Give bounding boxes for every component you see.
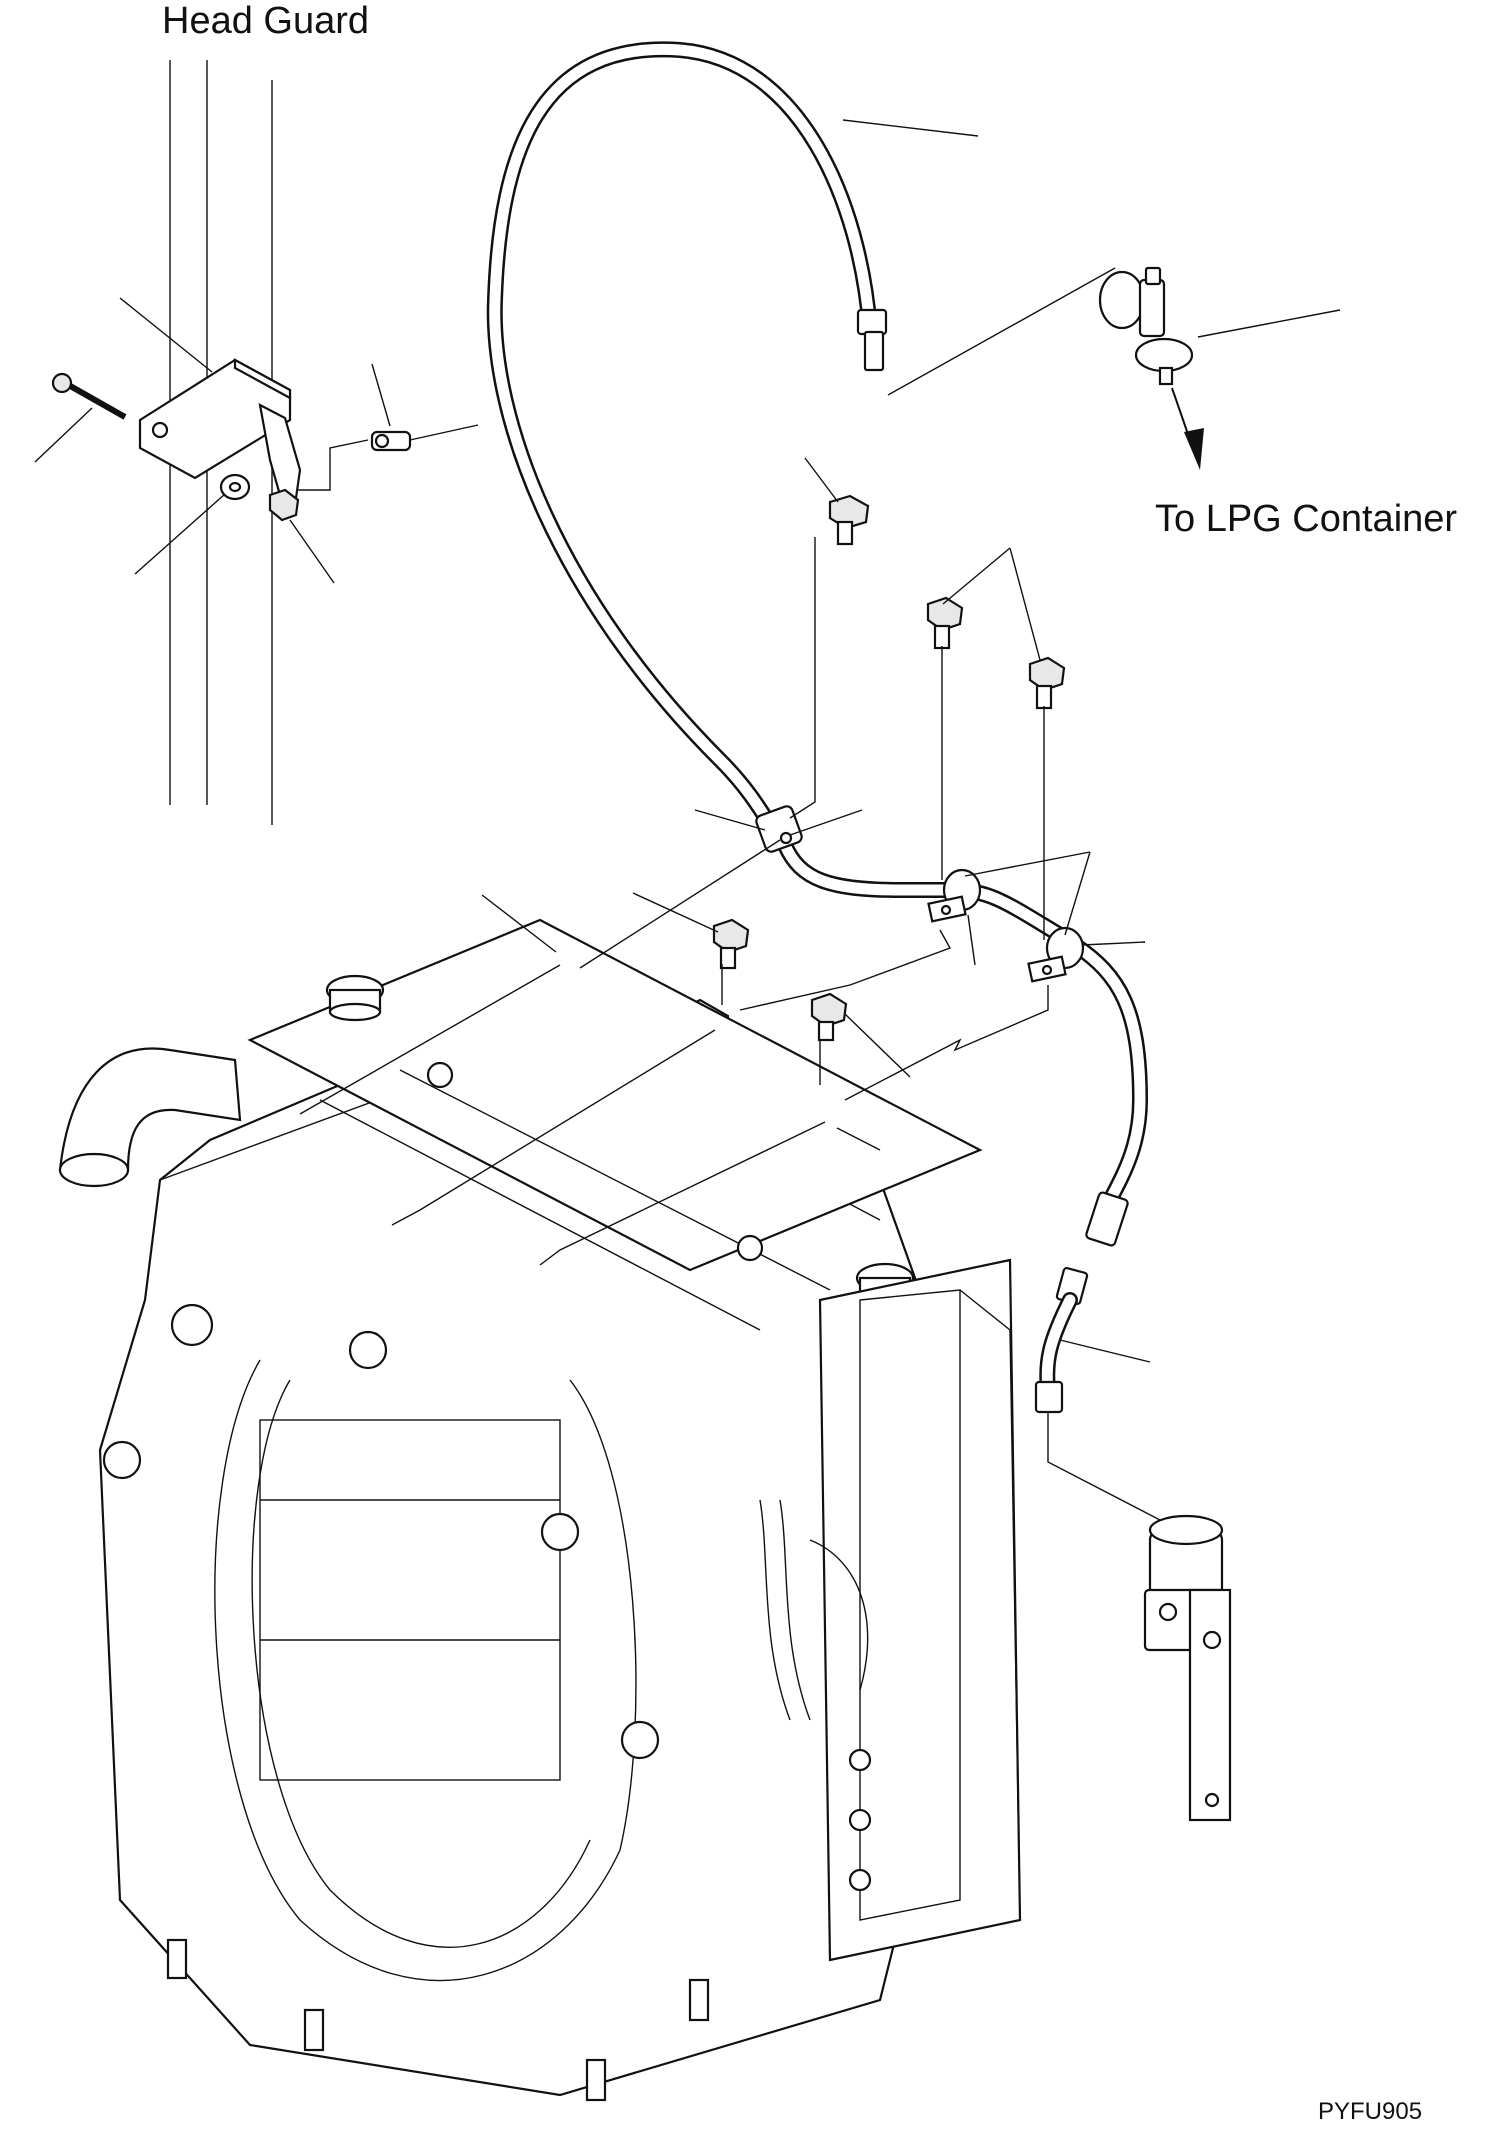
bolt-mid-4: [712, 918, 750, 970]
short-tube: [1034, 1267, 1089, 1414]
radiator-cap-left: [325, 974, 385, 1022]
coolant-pipe: [58, 1047, 242, 1188]
washer-left: [219, 473, 251, 501]
tube-fitting-lower: [1085, 1191, 1129, 1247]
head-guard-label: Head Guard: [162, 0, 370, 42]
vaporizer: [1143, 1514, 1232, 1822]
nut-left: [268, 488, 300, 522]
lpg-hose-main: [486, 41, 878, 853]
bolt-mid-2: [926, 596, 964, 650]
radiator-top-deck: [247, 918, 983, 1331]
radiator-frame: [98, 998, 932, 2097]
lpg-container-label: To LPG Container: [1155, 498, 1458, 540]
bolt-mid-5: [810, 992, 848, 1042]
hose-fitting-top: [856, 308, 888, 372]
bolt-left: [51, 372, 127, 420]
clamp-middle: [927, 868, 982, 923]
leader-lines: [34, 119, 1341, 1521]
bottom-feet: [166, 1938, 710, 2102]
arrow-to-lpg: [1171, 387, 1204, 470]
side-plate: [818, 1258, 1022, 1962]
bolt-mid-1: [828, 494, 870, 546]
hose-clip-small: [370, 430, 412, 452]
lpg-container-valve: [1098, 266, 1194, 386]
clamp-right: [1027, 926, 1085, 983]
drawing-code-label: PYFU905: [1318, 2098, 1423, 2125]
bolt-mid-3: [1028, 656, 1066, 710]
head-guard-bracket: [138, 358, 302, 507]
lower-hoses: [759, 1499, 869, 1721]
